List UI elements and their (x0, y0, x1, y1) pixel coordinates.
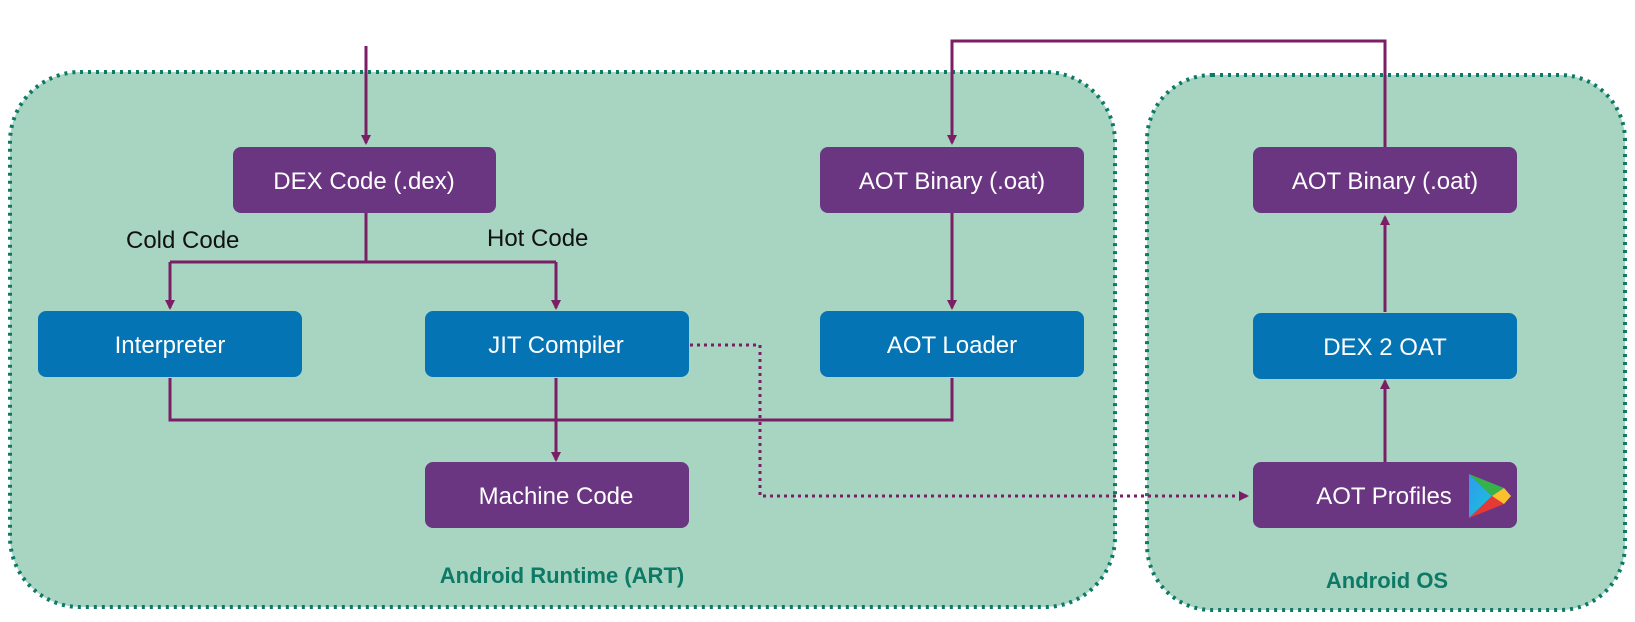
node-machine-code-label: Machine Code (479, 483, 634, 510)
node-dex2oat-box (1253, 313, 1517, 379)
node-aot-binary-os: AOT Binary (.oat) (1253, 147, 1517, 213)
merge-bar (168, 378, 954, 422)
node-aot-binary-art: AOT Binary (.oat) (820, 147, 1084, 213)
node-aot-profiles-label: AOT Profiles (1316, 483, 1452, 510)
group-android-os-label: Android OS (1326, 568, 1448, 593)
cold-code-label: Cold Code (126, 227, 239, 254)
node-dex-code-label: DEX Code (.dex) (273, 168, 454, 195)
node-dex-code: DEX Code (.dex) (233, 147, 496, 213)
node-aot-binary-os-box (1253, 147, 1517, 213)
node-dex2oat-label: DEX 2 OAT (1323, 334, 1447, 361)
node-aot-binary-art-box (820, 147, 1084, 213)
os-binary-to-art-binary-arrow (947, 39, 1387, 148)
node-aot-binary-art-label: AOT Binary (.oat) (859, 168, 1045, 195)
node-aot-profiles-box (1253, 462, 1517, 528)
node-interpreter: Interpreter (38, 311, 302, 377)
node-interpreter-label: Interpreter (115, 332, 226, 359)
node-interpreter-box (38, 311, 302, 377)
node-machine-code: Machine Code (425, 462, 689, 528)
node-aot-profiles: AOT Profiles (1253, 462, 1517, 528)
jit-to-profiles-dotted-arrow (690, 343, 1249, 501)
node-jit-compiler-label: JIT Compiler (488, 332, 624, 359)
node-aot-loader-label: AOT Loader (887, 332, 1017, 359)
connectors (165, 39, 1390, 501)
google-play-icon (1469, 474, 1511, 518)
node-aot-binary-os-label: AOT Binary (.oat) (1292, 168, 1478, 195)
node-jit-compiler: JIT Compiler (425, 311, 689, 377)
node-dex2oat: DEX 2 OAT (1253, 313, 1517, 379)
node-aot-loader-box (820, 311, 1084, 377)
hot-code-label: Hot Code (487, 225, 588, 252)
node-aot-loader: AOT Loader (820, 311, 1084, 377)
node-dex-code-box (233, 147, 496, 213)
node-machine-code-box (425, 462, 689, 528)
group-android-runtime-label: Android Runtime (ART) (440, 563, 684, 588)
node-jit-compiler-box (425, 311, 689, 377)
